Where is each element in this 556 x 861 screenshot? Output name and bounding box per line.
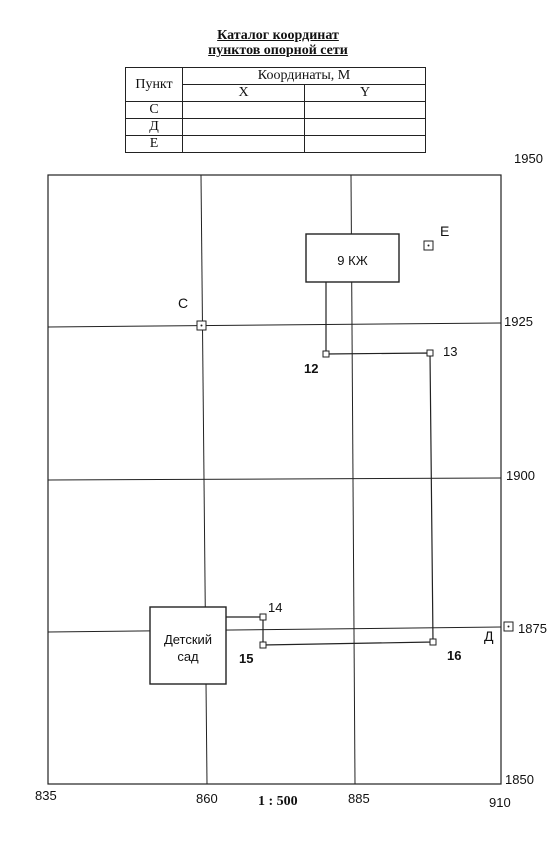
kindergarten-label-line2: сад — [177, 649, 199, 664]
y-tick-1950: 1950 — [514, 151, 543, 166]
control-point-e-label: Е — [440, 223, 450, 239]
traverse-point-13-label: 13 — [443, 344, 458, 359]
row-y — [304, 135, 426, 153]
catalog-title-line2: пунктов опорной сети — [208, 43, 348, 58]
control-point-c-label: С — [178, 295, 189, 311]
traverse-point-12-label: 12 — [304, 361, 319, 376]
header-point: Пункт — [125, 67, 183, 102]
traverse-point-12 — [322, 350, 330, 358]
traverse-line — [226, 282, 434, 646]
traverse-point-15 — [259, 641, 267, 649]
control-point-d-label: Д — [484, 628, 494, 644]
building-kindergarten — [149, 606, 227, 685]
table-row: Е — [125, 135, 426, 153]
traverse-point-15-label: 15 — [239, 651, 254, 666]
catalog-title-line1: Каталог координат — [217, 28, 339, 43]
traverse-point-13 — [426, 349, 434, 357]
grid-line-y-1925 — [47, 322, 502, 328]
traverse-point-16-label: 16 — [447, 648, 462, 663]
map-scale: 1 : 500 — [258, 794, 298, 809]
x-tick-835: 835 — [35, 788, 57, 803]
kindergarten-label-line1: Детский — [163, 632, 213, 647]
y-tick-1875: 1875 — [518, 621, 547, 636]
traverse-point-16 — [429, 638, 437, 646]
grid-line-y-1900 — [47, 477, 502, 481]
control-point-c-center — [200, 324, 203, 327]
x-tick-860: 860 — [196, 791, 218, 806]
x-tick-910: 910 — [489, 795, 511, 810]
y-tick-1850: 1850 — [505, 772, 534, 787]
catalog-table: Пункт Координаты, М X Y С Д Е — [125, 67, 426, 153]
building-9kzh — [305, 233, 400, 283]
control-point-e-center — [427, 244, 430, 247]
control-point-d-center — [507, 625, 510, 628]
table-row: С — [125, 101, 426, 119]
y-tick-1925: 1925 — [504, 314, 533, 329]
x-tick-885: 885 — [348, 791, 370, 806]
table-row: Д — [125, 118, 426, 136]
building-9kzh-label: 9 КЖ — [337, 253, 368, 268]
traverse-point-14 — [259, 613, 267, 621]
traverse-point-14-label: 14 — [268, 600, 283, 615]
grid-line-y-1875 — [47, 626, 502, 633]
y-tick-1900: 1900 — [506, 468, 535, 483]
